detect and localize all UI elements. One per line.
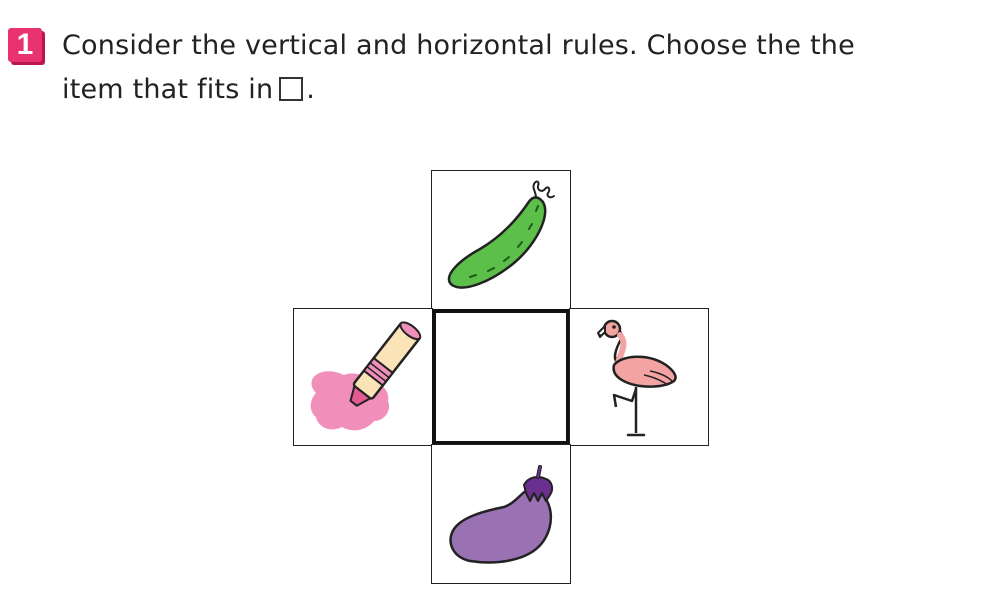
answer-blank-box[interactable] — [432, 309, 570, 445]
grid-cell-left — [293, 308, 433, 446]
grid-cell-bottom — [431, 444, 571, 584]
question-line-1: Consider the vertical and horizontal rul… — [62, 30, 855, 61]
flamingo-icon — [597, 319, 677, 437]
question-line-2-text: item that fits in — [62, 74, 274, 105]
grid-cell-top — [431, 170, 571, 310]
pink-crayon-icon — [310, 321, 422, 431]
question-line-2-end: . — [306, 74, 316, 105]
eggplant-icon — [449, 465, 554, 564]
question-line-2: item that fits in. — [62, 68, 962, 112]
question-number-badge: 1 — [8, 28, 42, 62]
grid-cell-right — [569, 308, 709, 446]
cucumber-icon — [447, 180, 555, 289]
blank-box-symbol — [279, 77, 304, 101]
question-text: Consider the vertical and horizontal rul… — [62, 24, 962, 112]
